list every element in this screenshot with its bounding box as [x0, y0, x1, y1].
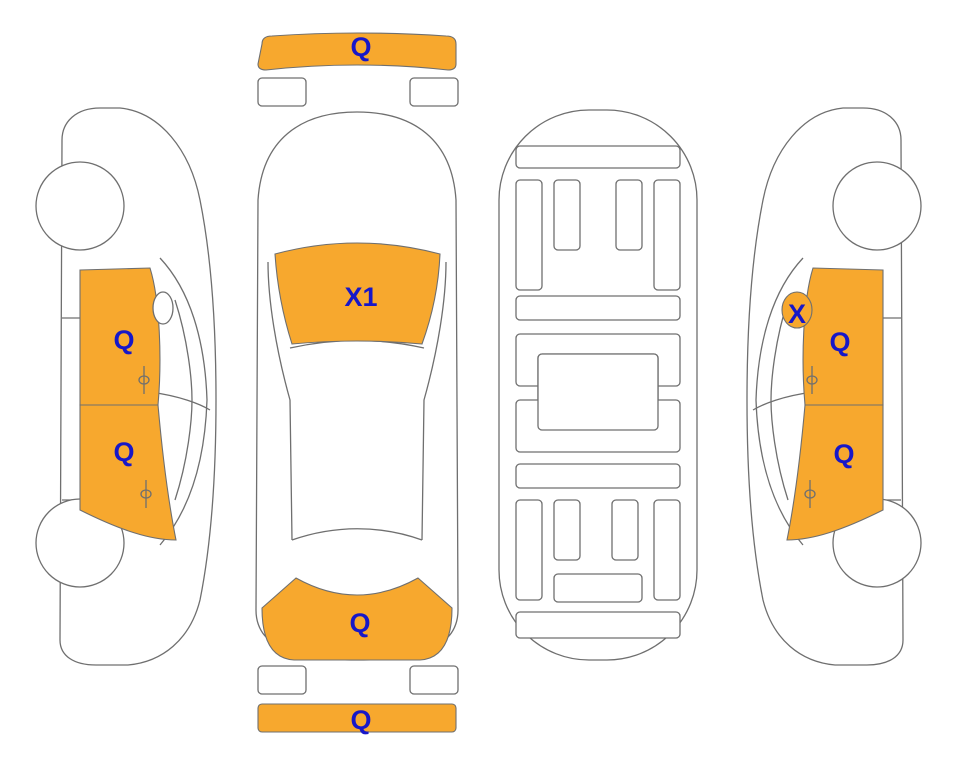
hood-mark: X1 — [344, 282, 377, 312]
left-front-wheel — [35, 161, 125, 251]
underbody-view — [498, 109, 698, 661]
rear-bumper-mark: Q — [350, 705, 371, 735]
left-front-door-mark: Q — [113, 325, 134, 355]
left-rear-door-panel[interactable] — [79, 404, 177, 541]
trunk-panel[interactable] — [261, 577, 453, 661]
left-mirror — [152, 291, 174, 325]
front-bumper-mark: Q — [350, 32, 371, 62]
top-view: Q X1 Q Q — [255, 32, 459, 735]
right-mirror-panel[interactable] — [781, 291, 813, 329]
left-rear-door-handle — [140, 480, 152, 508]
front-bumper-panel[interactable] — [257, 32, 457, 71]
left-front-door-handle — [138, 366, 150, 394]
right-front-door-handle — [806, 366, 818, 394]
right-front-wheel — [832, 161, 922, 251]
right-front-door-mark: Q — [829, 327, 850, 357]
left-rear-door-mark: Q — [113, 437, 134, 467]
right-rear-door-mark: Q — [833, 439, 854, 469]
right-rear-door-handle — [804, 480, 816, 508]
right-side-view: X Q Q — [746, 107, 922, 666]
right-rear-door-panel[interactable] — [786, 404, 884, 541]
right-mirror-mark: X — [788, 299, 806, 329]
left-side-view: Q Q — [35, 107, 217, 666]
rear-left-light — [257, 665, 307, 695]
trunk-mark: Q — [349, 608, 370, 638]
hood-panel[interactable] — [274, 242, 441, 345]
rear-right-light — [409, 665, 459, 695]
front-left-light — [257, 77, 307, 107]
rear-bumper-panel[interactable] — [257, 703, 457, 733]
front-right-light — [409, 77, 459, 107]
